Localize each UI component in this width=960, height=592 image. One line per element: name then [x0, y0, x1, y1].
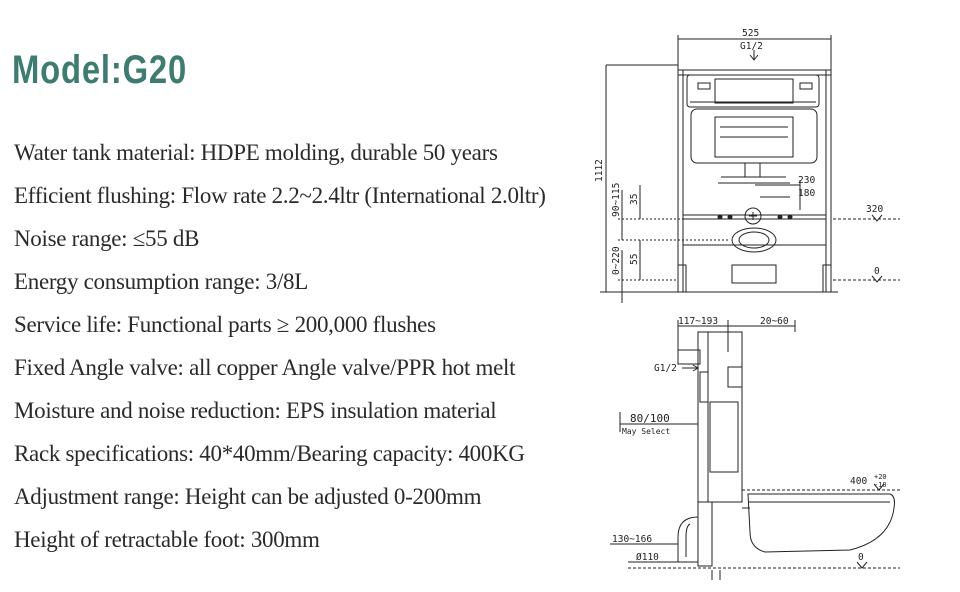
spec-item: Adjustment range: Height can be adjusted…	[14, 484, 482, 509]
spec-item: Water tank material: HDPE molding, durab…	[14, 140, 498, 165]
height-dimension: 1112	[594, 159, 605, 182]
spec-item: Energy consumption range: 3/8L	[14, 269, 308, 294]
spec-item: Rack specifications: 40*40mm/Bearing cap…	[14, 441, 525, 466]
dim-130-166: 130~166	[612, 534, 652, 545]
model-title: Model:G20	[12, 48, 188, 92]
spec-item: Service life: Functional parts ≥ 200,000…	[14, 312, 436, 337]
level-320: 320	[866, 204, 883, 215]
spec-item: Noise range: ≤55 dB	[14, 226, 200, 251]
dim-0-220: 0~220	[611, 246, 622, 275]
diameter-110: Ø110	[636, 552, 659, 563]
dim-117-193: 117~193	[678, 316, 718, 327]
level-0: 0	[874, 266, 880, 277]
dim-180: 180	[798, 188, 815, 199]
spec-item: Height of retractable foot: 300mm	[14, 527, 320, 552]
dim-35: 35	[629, 194, 640, 205]
front-view-drawing: 525 G1/2 230 180 320 0 1112 90~115 35 0~…	[594, 28, 900, 303]
side-level-0: 0	[858, 552, 864, 563]
spec-item: Efficient flushing: Flow rate 2.2~2.4ltr…	[14, 183, 546, 208]
spec-list: Water tank material: HDPE molding, durab…	[14, 136, 594, 566]
level-400: 400	[850, 476, 867, 487]
dim-230: 230	[798, 175, 815, 186]
side-view-drawing: 117~193 20~60 G1/2 80/100 May Select 400…	[610, 316, 900, 580]
spec-item: Fixed Angle valve: all copper Angle valv…	[14, 355, 516, 380]
tolerance-plus: +20	[874, 473, 887, 481]
tolerance-minus: -10	[874, 481, 887, 489]
spec-item: Moisture and noise reduction: EPS insula…	[14, 398, 497, 423]
dim-80-100: 80/100	[630, 412, 670, 425]
dim-20-60: 20~60	[760, 316, 789, 327]
dim-55: 55	[629, 254, 640, 265]
width-dimension: 525	[742, 28, 759, 39]
may-select-note: May Select	[622, 427, 670, 436]
dim-90-115: 90~115	[611, 183, 622, 217]
side-inlet-label: G1/2	[654, 363, 677, 374]
inlet-label: G1/2	[740, 41, 763, 52]
